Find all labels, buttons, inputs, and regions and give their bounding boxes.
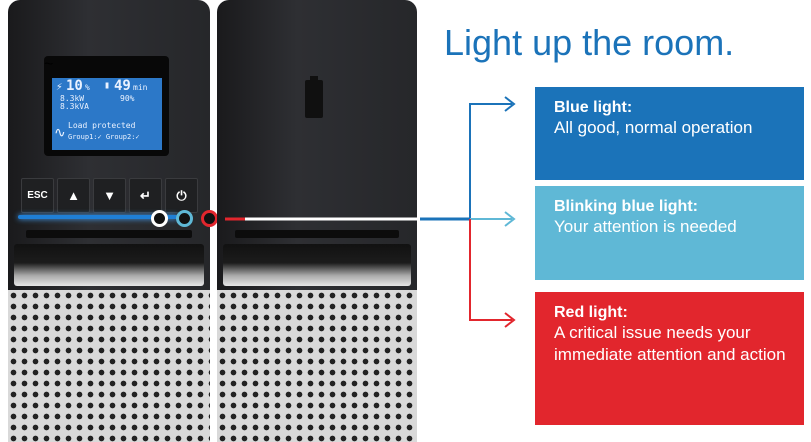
lcd-display: ⚡ 10 % ▮ 49 min 8.3kW 8.3kVA 90% ∿ Load …: [44, 56, 169, 156]
lightning-icon: ⚡: [56, 80, 63, 93]
lcd-groups: Group1:✓ Group2:✓: [68, 133, 140, 141]
power-button[interactable]: ⏻: [165, 178, 198, 213]
panel-handle: [14, 244, 204, 286]
lcd-line-kva: 8.3kVA: [60, 102, 89, 111]
white-ring-marker: [151, 210, 168, 227]
lcd-battery-pct: 90%: [120, 94, 135, 103]
ac-wave-indicator-icon: ~: [44, 56, 54, 73]
light-blue-ring-marker: [176, 210, 193, 227]
battery-icon: ▮: [104, 80, 111, 91]
legend-red-light: Red light: A critical issue needs your i…: [535, 292, 804, 425]
red-arrow-icon: [504, 312, 516, 328]
arrow-down-button[interactable]: ▼: [93, 178, 126, 213]
lcd-load-pct: 10: [66, 78, 83, 94]
legend-description: All good, normal operation: [554, 118, 753, 138]
page-headline: Light up the room.: [444, 22, 735, 63]
ups-front-panel: ⚡ 10 % ▮ 49 min 8.3kW 8.3kVA 90% ∿ Load …: [8, 0, 218, 442]
panel-handle: [223, 244, 411, 286]
sine-wave-icon: ∿: [54, 125, 66, 141]
vent-grille: [8, 290, 210, 442]
panel-slot: [26, 230, 192, 238]
red-line: [469, 219, 512, 321]
legend-title: Red light:: [554, 304, 628, 321]
legend-blinking-blue-light: Blinking blue light: Your attention is n…: [535, 186, 804, 280]
panel-slot: [235, 230, 399, 238]
legend-blue-light: Blue light: All good, normal operation: [535, 87, 804, 180]
lcd-line-kw: 8.3kW: [60, 94, 85, 103]
lcd-screen: ⚡ 10 % ▮ 49 min 8.3kW 8.3kVA 90% ∿ Load …: [52, 78, 162, 150]
battery-icon: [305, 76, 323, 118]
lcd-runtime: 49: [114, 78, 131, 94]
lcd-runtime-unit: min: [133, 83, 148, 92]
legend-description: Your attention is needed: [554, 217, 737, 237]
status-light-bar: [18, 215, 178, 219]
blue-line: [469, 103, 512, 219]
battery-module: [217, 0, 417, 442]
esc-button[interactable]: ESC: [21, 178, 54, 213]
control-buttons: ESC ▲ ▼ ↵ ⏻: [21, 178, 198, 213]
legend-description: A critical issue needs your immediate at…: [554, 323, 786, 364]
blue-arrow-icon: [504, 96, 516, 112]
enter-button[interactable]: ↵: [129, 178, 162, 213]
arrow-up-button[interactable]: ▲: [57, 178, 90, 213]
legend-title: Blinking blue light:: [554, 198, 698, 215]
lcd-status: Load protected: [68, 121, 136, 130]
lcd-load-unit: %: [85, 83, 90, 92]
vent-grille: [217, 290, 417, 442]
legend-title: Blue light:: [554, 99, 633, 116]
red-ring-marker: [201, 210, 218, 227]
light-blue-arrow-icon: [504, 211, 516, 227]
